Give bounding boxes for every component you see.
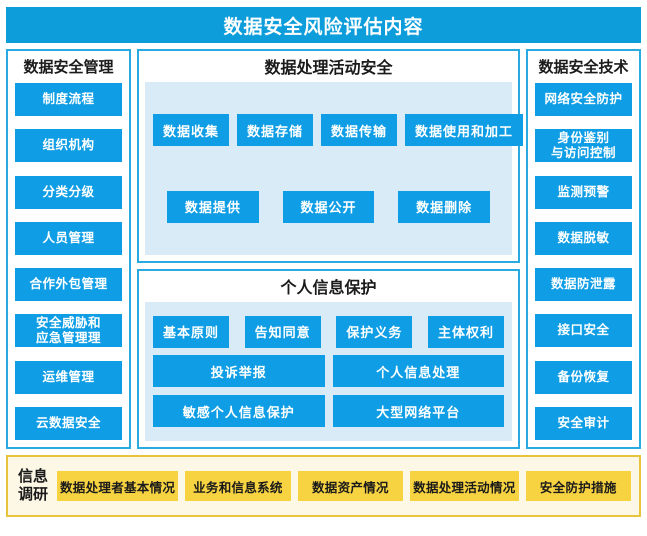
chip-technology-0[interactable]: 网络安全防护 xyxy=(535,83,632,116)
chip-processing-4[interactable]: 数据提供 xyxy=(167,190,259,223)
page-title: 数据安全风险评估内容 xyxy=(6,7,641,43)
chip-management-2[interactable]: 分类分级 xyxy=(15,175,122,209)
chip-technology-3[interactable]: 数据脱敏 xyxy=(535,221,632,255)
chip-management-5[interactable]: 安全威胁和 应急管理理 xyxy=(15,314,122,348)
chip-management-6[interactable]: 运维管理 xyxy=(15,360,122,394)
chip-processing-0[interactable]: 数据收集 xyxy=(153,114,230,147)
chip-survey-2[interactable]: 数据资产情况 xyxy=(297,471,404,501)
processing-inner-band: 数据收集 数据存储 数据传输 数据使用和加工 数据提供 数据公开 数据删除 xyxy=(145,82,524,255)
chip-survey-1[interactable]: 业务和信息系统 xyxy=(185,471,291,501)
panel-data-processing-activity-security: 数据处理活动安全 数据收集 数据存储 数据传输 数据使用和加工 数据提供 数据公… xyxy=(137,49,524,263)
panel-data-security-technology: 数据安全技术 网络安全防护 身份鉴别 与访问控制 监测预警 数据脱敏 数据防泄露… xyxy=(526,49,641,449)
panel-data-security-management: 数据安全管理 制度流程 组织机构 分类分级 人员管理 合作外包管理 安全威胁和 … xyxy=(6,49,131,449)
chip-privacy-0[interactable]: 基本原则 xyxy=(153,315,230,348)
chip-processing-3[interactable]: 数据使用和加工 xyxy=(405,114,524,147)
panel-title-technology: 数据安全技术 xyxy=(538,59,629,76)
chip-privacy-1[interactable]: 告知同意 xyxy=(244,315,321,348)
processing-row-1: 数据收集 数据存储 数据传输 数据使用和加工 xyxy=(153,114,524,147)
privacy-row-2: 投诉举报 个人信息处理 xyxy=(153,355,504,388)
chip-survey-4[interactable]: 安全防护措施 xyxy=(525,471,632,501)
chip-management-1[interactable]: 组织机构 xyxy=(15,129,122,163)
chip-technology-6[interactable]: 备份恢复 xyxy=(535,360,632,394)
privacy-row-1: 基本原则 告知同意 保护义务 主体权利 xyxy=(153,315,504,348)
chip-privacy-2[interactable]: 保护义务 xyxy=(336,315,413,348)
technology-item-list: 网络安全防护 身份鉴别 与访问控制 监测预警 数据脱敏 数据防泄露 接口安全 备… xyxy=(535,83,632,440)
panel-title-management: 数据安全管理 xyxy=(23,59,114,76)
chip-processing-1[interactable]: 数据存储 xyxy=(237,114,314,147)
panel-title-processing: 数据处理活动安全 xyxy=(264,60,393,77)
center-column: 数据处理活动安全 数据收集 数据存储 数据传输 数据使用和加工 数据提供 数据公… xyxy=(137,49,524,449)
management-item-list: 制度流程 组织机构 分类分级 人员管理 合作外包管理 安全威胁和 应急管理理 运… xyxy=(15,83,122,440)
chip-processing-6[interactable]: 数据删除 xyxy=(398,190,491,223)
chip-privacy-5[interactable]: 个人信息处理 xyxy=(332,355,504,388)
chip-privacy-6[interactable]: 敏感个人信息保护 xyxy=(153,395,325,428)
chip-technology-5[interactable]: 接口安全 xyxy=(535,314,632,348)
panel-title-privacy: 个人信息保护 xyxy=(280,280,377,297)
chip-processing-5[interactable]: 数据公开 xyxy=(282,190,375,223)
privacy-row-3: 敏感个人信息保护 大型网络平台 xyxy=(153,395,504,428)
chip-management-3[interactable]: 人员管理 xyxy=(15,221,122,255)
main-columns: 数据安全管理 制度流程 组织机构 分类分级 人员管理 合作外包管理 安全威胁和 … xyxy=(6,49,641,449)
chip-management-7[interactable]: 云数据安全 xyxy=(15,406,122,440)
processing-row-2: 数据提供 数据公开 数据删除 xyxy=(153,190,504,223)
chip-management-4[interactable]: 合作外包管理 xyxy=(15,268,122,302)
survey-item-list: 数据处理者基本情况 业务和信息系统 数据资产情况 数据处理活动情况 安全防护措施 xyxy=(57,471,632,501)
chip-technology-2[interactable]: 监测预警 xyxy=(535,175,632,209)
chip-technology-1[interactable]: 身份鉴别 与访问控制 xyxy=(535,129,632,163)
chip-technology-4[interactable]: 数据防泄露 xyxy=(535,268,632,302)
chip-privacy-3[interactable]: 主体权利 xyxy=(427,315,504,348)
panel-personal-information-protection: 个人信息保护 基本原则 告知同意 保护义务 主体权利 投诉举报 个人信息处理 敏… xyxy=(137,269,520,449)
chip-management-0[interactable]: 制度流程 xyxy=(15,83,122,116)
chip-privacy-7[interactable]: 大型网络平台 xyxy=(332,395,504,428)
panel-information-survey: 信息 调研 数据处理者基本情况 业务和信息系统 数据资产情况 数据处理活动情况 … xyxy=(6,455,641,517)
privacy-inner-band: 基本原则 告知同意 保护义务 主体权利 投诉举报 个人信息处理 敏感个人信息保护… xyxy=(145,302,512,441)
survey-label: 信息 调研 xyxy=(17,468,48,503)
chip-technology-7[interactable]: 安全审计 xyxy=(535,406,632,440)
chip-survey-0[interactable]: 数据处理者基本情况 xyxy=(57,471,179,501)
chip-survey-3[interactable]: 数据处理活动情况 xyxy=(410,471,519,501)
chip-privacy-4[interactable]: 投诉举报 xyxy=(153,355,325,388)
chip-processing-2[interactable]: 数据传输 xyxy=(321,114,398,147)
